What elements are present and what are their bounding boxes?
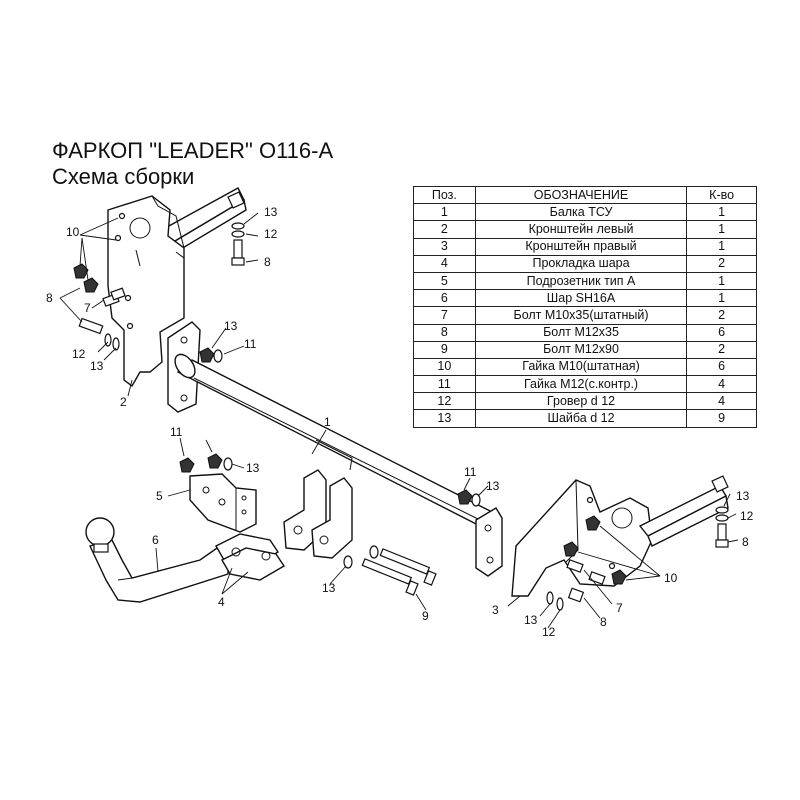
callout-10-right: 10: [664, 571, 678, 585]
ball-spacers: [215, 533, 285, 581]
callout-3-right: 3: [492, 603, 499, 617]
callout-8-right-bottom: 8: [600, 615, 607, 629]
row-designation: Прокладка шара: [474, 254, 688, 273]
callout-4: 4: [218, 595, 225, 609]
callout-13-beam: 13: [486, 479, 500, 493]
header-designation: ОБОЗНАЧЕНИЕ: [474, 185, 688, 205]
callout-13-right-bottom: 13: [524, 613, 538, 627]
callout-10-left: 10: [66, 225, 80, 239]
callout-12-right-bottom: 12: [542, 625, 556, 639]
right-bracket-hardware: [546, 506, 729, 611]
diagram-subtitle: Схема сборки: [52, 164, 195, 189]
callout-13-right-top: 13: [736, 489, 750, 503]
callout-2-left: 2: [120, 395, 127, 409]
row-designation: Кронштейн левый: [474, 220, 688, 239]
parts-table-header-row: Поз. ОБОЗНАЧЕНИЕ К-во: [413, 185, 757, 205]
socket-plate: [189, 473, 257, 533]
callout-9: 9: [422, 609, 429, 623]
beam-hardware: [179, 453, 481, 507]
leader-lines: [59, 212, 739, 629]
row-designation: Гайка М10(штатная): [474, 357, 688, 377]
callout-8-top: 8: [264, 255, 271, 269]
row-position: 13: [413, 409, 476, 428]
callout-8-left: 8: [46, 291, 53, 305]
callout-13-upper: 13: [224, 319, 238, 333]
callout-6: 6: [152, 533, 159, 547]
callout-12-top: 12: [264, 227, 278, 241]
callout-8-right-top: 8: [742, 535, 749, 549]
right-bracket: [511, 475, 729, 597]
header-position: Поз.: [413, 185, 476, 205]
callout-7-left: 7: [84, 301, 91, 315]
callout-11-lower: 11: [170, 425, 183, 439]
row-position: 11: [413, 375, 476, 394]
callout-12-left: 12: [72, 347, 86, 361]
diagram-title: ФАРКОП "LEADER" O116-A: [52, 138, 334, 163]
row-designation: Подрозетник тип А: [474, 271, 688, 291]
callout-11-upper: 11: [244, 337, 257, 351]
callout-13-lower: 13: [246, 461, 260, 475]
beam-mount-plates: [283, 469, 353, 559]
row-designation: Шайба d 12: [474, 409, 688, 428]
callout-1: 1: [324, 415, 331, 429]
row-designation: Шар SH16A: [474, 289, 688, 308]
left-bracket-hardware: [73, 222, 245, 363]
beam: [167, 321, 503, 577]
callout-5: 5: [156, 489, 163, 503]
left-bracket: [107, 187, 247, 388]
row-designation: Болт М12х90: [474, 340, 688, 359]
callout-11-beam: 11: [464, 465, 477, 479]
callout-13-left: 13: [90, 359, 104, 373]
callout-labels: 1 2 3 4 5 6 7 7 8 8 8 8 9 10 10 11 11 11…: [46, 205, 754, 639]
callout-13-bolts: 13: [322, 581, 336, 595]
callout-7-right: 7: [616, 601, 623, 615]
row-quantity: 9: [686, 409, 757, 428]
long-bolts: [343, 545, 437, 596]
callout-13-top: 13: [264, 205, 278, 219]
callout-12-right-top: 12: [740, 509, 754, 523]
